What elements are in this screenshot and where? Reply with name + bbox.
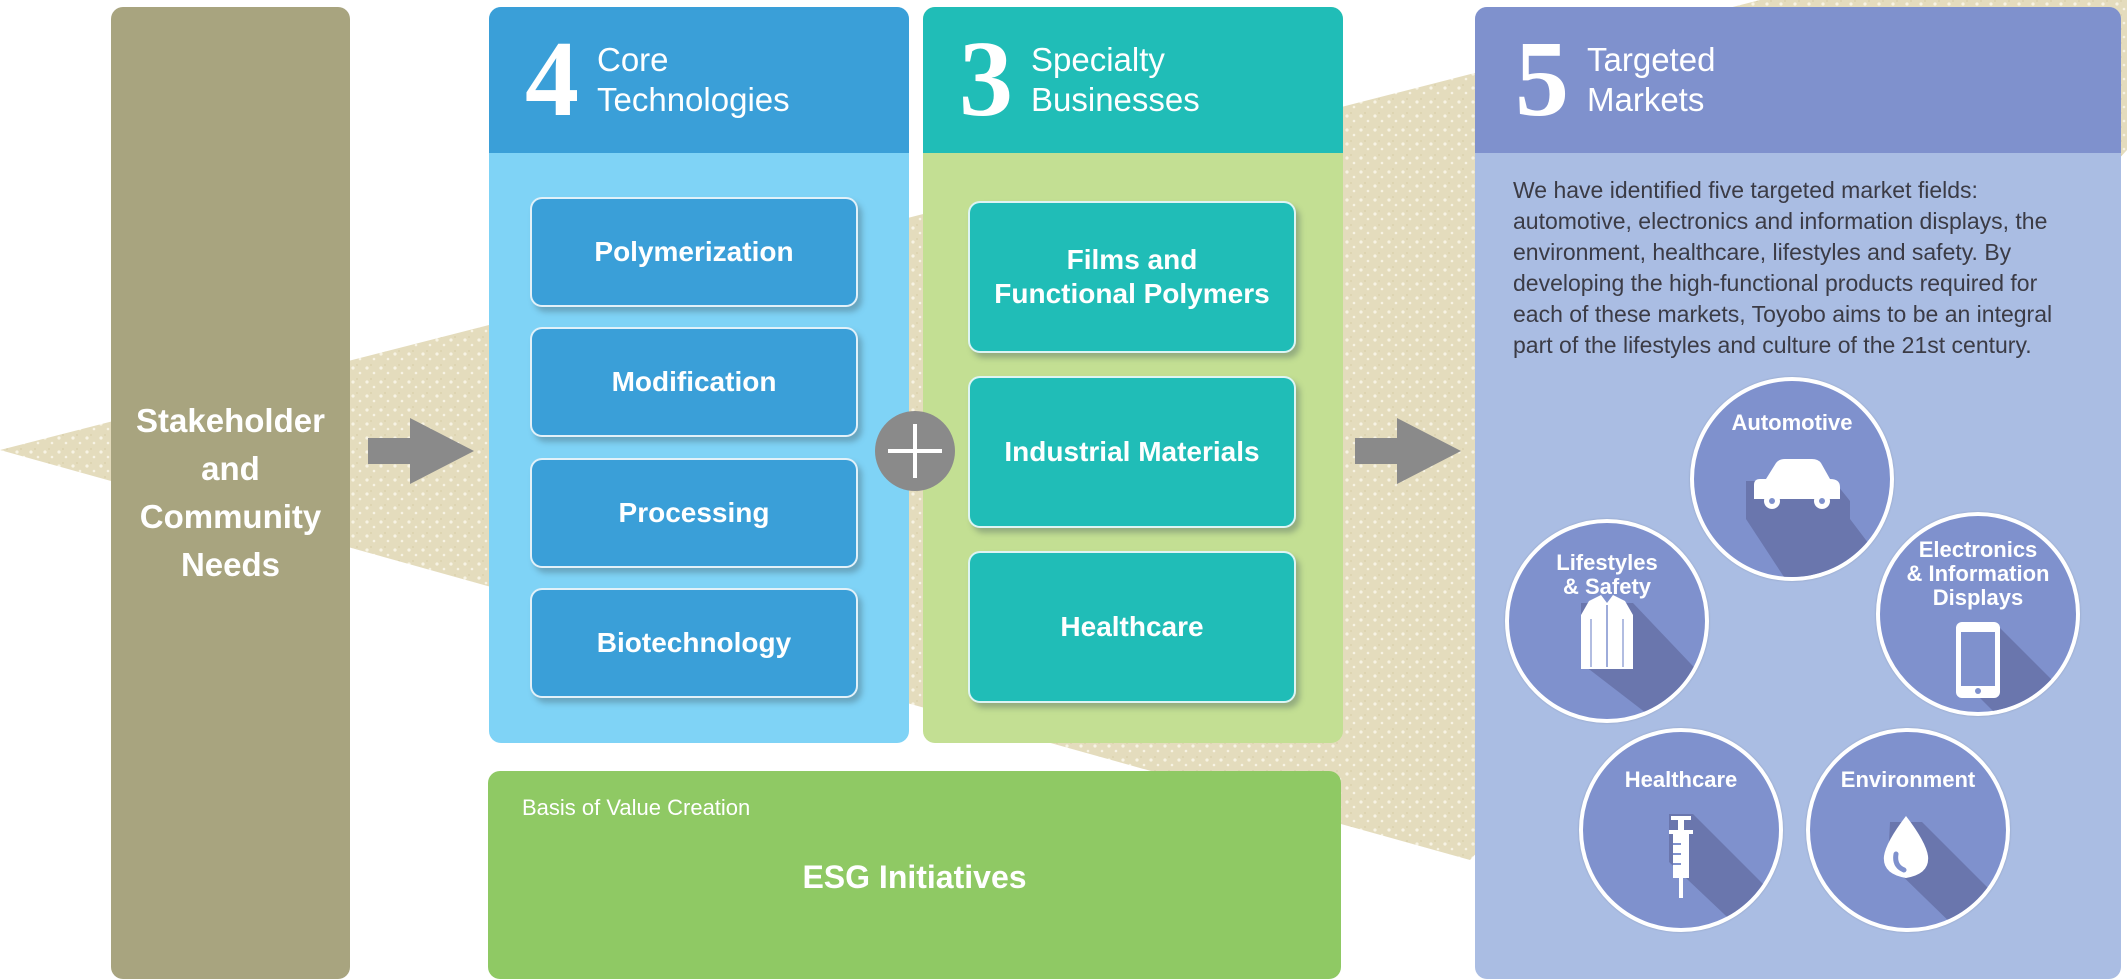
- specialty-business-box: Industrial Materials: [968, 376, 1296, 528]
- esg-initiatives-box: Basis of Value Creation ESG Initiatives: [488, 771, 1341, 979]
- core-technology-box: Biotechnology: [530, 588, 858, 698]
- market-electronics-displays: Electronics & Information Displays: [1876, 512, 2080, 716]
- esg-subtitle: Basis of Value Creation: [522, 795, 751, 820]
- arrow-right-icon: [368, 418, 474, 484]
- core-technologies-title: Core Technologies: [597, 41, 790, 118]
- market-label: Environment: [1840, 767, 1976, 792]
- market-lifestyles-safety: Lifestyles & Safety: [1505, 519, 1709, 723]
- specialty-business-box: Healthcare: [968, 551, 1296, 703]
- core-technologies-panel: 4 Core Technologies Polymerization Modif…: [489, 7, 909, 743]
- car-icon: [1746, 459, 1890, 577]
- core-technology-box: Modification: [530, 327, 858, 437]
- targeted-markets-description: We have identified five targeted market …: [1513, 177, 2053, 358]
- market-label: Electronics & Information Displays: [1906, 537, 2050, 610]
- core-technologies-header: 4 Core Technologies: [489, 7, 909, 153]
- core-technology-box: Polymerization: [530, 197, 858, 307]
- targeted-markets-panel: 5 Targeted Markets We have identified fi…: [1475, 7, 2121, 979]
- market-label: Lifestyles & Safety: [1556, 550, 1658, 599]
- shirt-icon: [1581, 595, 1705, 719]
- market-healthcare: Healthcare: [1579, 728, 1783, 932]
- specialty-businesses-number: 3: [959, 20, 1013, 139]
- arrow-right-icon: [1355, 418, 1461, 484]
- targeted-markets-header: 5 Targeted Markets: [1475, 7, 2121, 153]
- targeted-markets-title: Targeted Markets: [1587, 41, 1716, 118]
- stakeholder-needs-box: Stakeholder and Community Needs: [111, 7, 350, 979]
- market-label: Automotive: [1731, 410, 1853, 435]
- core-technology-box: Processing: [530, 458, 858, 568]
- smartphone-icon: [1956, 622, 2076, 712]
- core-technologies-number: 4: [525, 20, 579, 139]
- market-label: Healthcare: [1624, 767, 1738, 792]
- plus-icon: [875, 411, 955, 491]
- esg-title: ESG Initiatives: [802, 859, 1027, 895]
- specialty-business-box: Films and Functional Polymers: [968, 201, 1296, 353]
- specialty-businesses-header: 3 Specialty Businesses: [923, 7, 1343, 153]
- water-drop-icon: [1883, 816, 2006, 928]
- market-environment: Environment: [1806, 728, 2010, 932]
- targeted-markets-number: 5: [1515, 20, 1569, 139]
- stakeholder-needs-label: Stakeholder and Community Needs: [136, 402, 325, 583]
- market-automotive: Automotive: [1690, 377, 1894, 581]
- specialty-businesses-title: Specialty Businesses: [1031, 41, 1200, 118]
- specialty-businesses-panel: 3 Specialty Businesses Films and Functio…: [923, 7, 1343, 743]
- syringe-icon: [1669, 814, 1779, 928]
